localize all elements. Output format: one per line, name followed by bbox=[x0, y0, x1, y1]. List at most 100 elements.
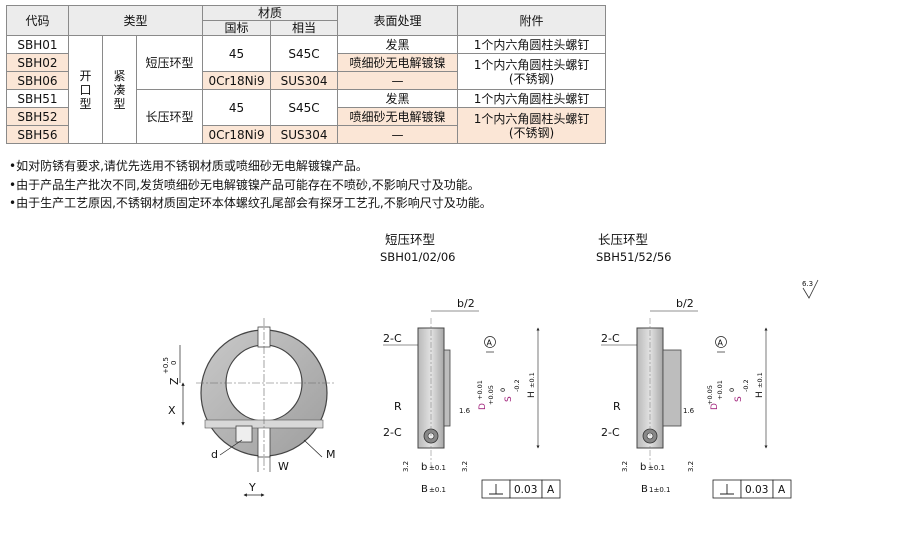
perpendicular-icon bbox=[489, 484, 503, 495]
long-type-title: 长压环型 bbox=[598, 232, 648, 247]
surface: — bbox=[337, 125, 459, 144]
w-label: W bbox=[278, 460, 289, 473]
material-equiv: SUS304 bbox=[270, 71, 339, 90]
accessory-line2: (不锈钢) bbox=[508, 71, 555, 86]
d-tol-up: +0.05 bbox=[706, 385, 714, 405]
s-dim-label: S bbox=[734, 396, 744, 402]
z-tol-low: 0 bbox=[170, 361, 178, 365]
material-gb: 0Cr18Ni9 bbox=[202, 71, 272, 90]
side-view-short: b/2 2-C R 2-C A D +0.05 +0.01 S 0 -0.2 H… bbox=[383, 297, 561, 499]
b-tol: ±0.1 bbox=[429, 464, 446, 472]
row-code: SBH51 bbox=[6, 89, 69, 108]
chamfer-label: 2-C bbox=[383, 332, 402, 345]
screw-head bbox=[235, 425, 253, 443]
h-dim-label: H bbox=[527, 391, 537, 398]
accessory-line1: 1个内六角圆柱头螺钉 bbox=[473, 111, 590, 126]
m-leader bbox=[303, 439, 323, 458]
rough-side: 3.2 bbox=[402, 461, 410, 472]
row-code: SBH06 bbox=[6, 71, 69, 90]
roughness-value: 6.3 bbox=[802, 280, 813, 288]
header-accessory: 附件 bbox=[457, 5, 607, 36]
big-b-tol: ±0.1 bbox=[429, 486, 446, 494]
z-label: Z bbox=[168, 377, 181, 385]
d-dim-label: D bbox=[478, 403, 488, 410]
datum-circle bbox=[715, 336, 727, 348]
h-dim-label: H bbox=[755, 391, 765, 398]
perp-datum: A bbox=[778, 484, 786, 496]
perpendicularity-frame: 0.03 A bbox=[481, 479, 561, 499]
perp-datum: A bbox=[547, 484, 555, 496]
header-code: 代码 bbox=[6, 5, 69, 36]
datum-circle bbox=[484, 336, 496, 348]
chamfer-label: 2-C bbox=[601, 426, 620, 439]
material-gb: 45 bbox=[202, 89, 272, 126]
row-code: SBH56 bbox=[6, 125, 69, 144]
accessory: 1个内六角圆柱头螺钉 bbox=[457, 89, 607, 108]
datum-label: A bbox=[718, 339, 724, 348]
type-open-label: 开口型 bbox=[79, 68, 92, 111]
rough-side: 3.2 bbox=[461, 461, 469, 472]
accessory: 1个内六角圆柱头螺钉 bbox=[457, 35, 607, 54]
material-equiv: S45C bbox=[270, 35, 339, 72]
header-material: 材质 bbox=[202, 5, 339, 21]
s-tol-up: 0 bbox=[728, 388, 736, 392]
perpendicularity-frame: 0.03 A bbox=[712, 479, 792, 499]
datum-label: A bbox=[487, 339, 493, 348]
s-tol-low: -0.2 bbox=[513, 379, 521, 392]
type-compact: 紧凑型 bbox=[102, 35, 137, 144]
surface: 喷细砂无电解镀镍 bbox=[337, 53, 459, 72]
r-label: R bbox=[394, 400, 402, 413]
material-equiv: S45C bbox=[270, 89, 339, 126]
h-tol: ±0.1 bbox=[528, 372, 536, 388]
d-label: d bbox=[211, 448, 218, 461]
roughness-check-icon bbox=[802, 279, 819, 299]
m-label: M bbox=[326, 448, 336, 461]
material-gb: 0Cr18Ni9 bbox=[202, 125, 272, 144]
d-dim-letter: D bbox=[710, 403, 720, 410]
b-half-label: b/2 bbox=[676, 297, 694, 310]
rough-side: 3.2 bbox=[687, 461, 695, 472]
d-tol-up: +0.05 bbox=[487, 385, 495, 405]
perpendicular-icon bbox=[720, 484, 734, 495]
accessory-line1: 1个内六角圆柱头螺钉 bbox=[473, 57, 590, 72]
notes: •如对防锈有要求,请优先选用不锈钢材质或喷细砂无电解镀镍产品。 •由于产品生产批… bbox=[9, 157, 492, 213]
type-compact-label: 紧凑型 bbox=[113, 68, 126, 111]
accessory: 1个内六角圆柱头螺钉(不锈钢) bbox=[457, 107, 607, 144]
s-tol-up: 0 bbox=[499, 388, 507, 392]
x-label: X bbox=[168, 404, 176, 417]
perp-value: 0.03 bbox=[745, 484, 768, 496]
type-short: 短压环型 bbox=[135, 35, 204, 90]
rough-small: 1.6 bbox=[459, 407, 471, 415]
s-dim-label: S bbox=[504, 396, 514, 402]
big-b-label: B bbox=[641, 484, 648, 495]
d-leader bbox=[219, 439, 243, 456]
header-material-equiv: 相当 bbox=[270, 20, 339, 36]
side-collar bbox=[662, 349, 682, 427]
short-type-title: 短压环型 bbox=[385, 232, 435, 247]
row-code: SBH01 bbox=[6, 35, 69, 54]
perp-value: 0.03 bbox=[514, 484, 537, 496]
type-long: 长压环型 bbox=[135, 89, 204, 144]
r-label: R bbox=[613, 400, 621, 413]
chamfer-label: 2-C bbox=[601, 332, 620, 345]
side-collar bbox=[443, 349, 451, 427]
spec-table: 代码 类型 材质 表面处理 附件 国标 相当 SBH01 开口型 紧凑型 短压环… bbox=[6, 5, 607, 144]
big-b-tol: 1±0.1 bbox=[649, 486, 670, 494]
long-type-codes: SBH51/52/56 bbox=[596, 250, 672, 264]
material-gb: 45 bbox=[202, 35, 272, 72]
d-tol-low: +0.01 bbox=[476, 380, 484, 400]
accessory-line2: (不锈钢) bbox=[508, 125, 555, 140]
d-dim-label: D bbox=[710, 403, 720, 410]
material-equiv: SUS304 bbox=[270, 125, 339, 144]
h-tol: ±0.1 bbox=[756, 372, 764, 388]
surface: 发黑 bbox=[337, 89, 459, 108]
side-view-long: b/2 2-C R 2-C A D +0.05 +0.01 S 0 -0.2 H… bbox=[601, 297, 792, 499]
short-type-codes: SBH01/02/06 bbox=[380, 250, 456, 264]
s-dim-letter: S bbox=[734, 396, 744, 402]
b-half-label: b/2 bbox=[457, 297, 475, 310]
b-tol: ±0.1 bbox=[648, 464, 665, 472]
rough-side: 3.2 bbox=[621, 461, 629, 472]
note-item: •由于产品生产批次不同,发货喷细砂无电解镀镍产品可能存在不喷砂,不影响尺寸及功能… bbox=[9, 177, 480, 192]
s-dim-letter: S bbox=[504, 396, 514, 402]
